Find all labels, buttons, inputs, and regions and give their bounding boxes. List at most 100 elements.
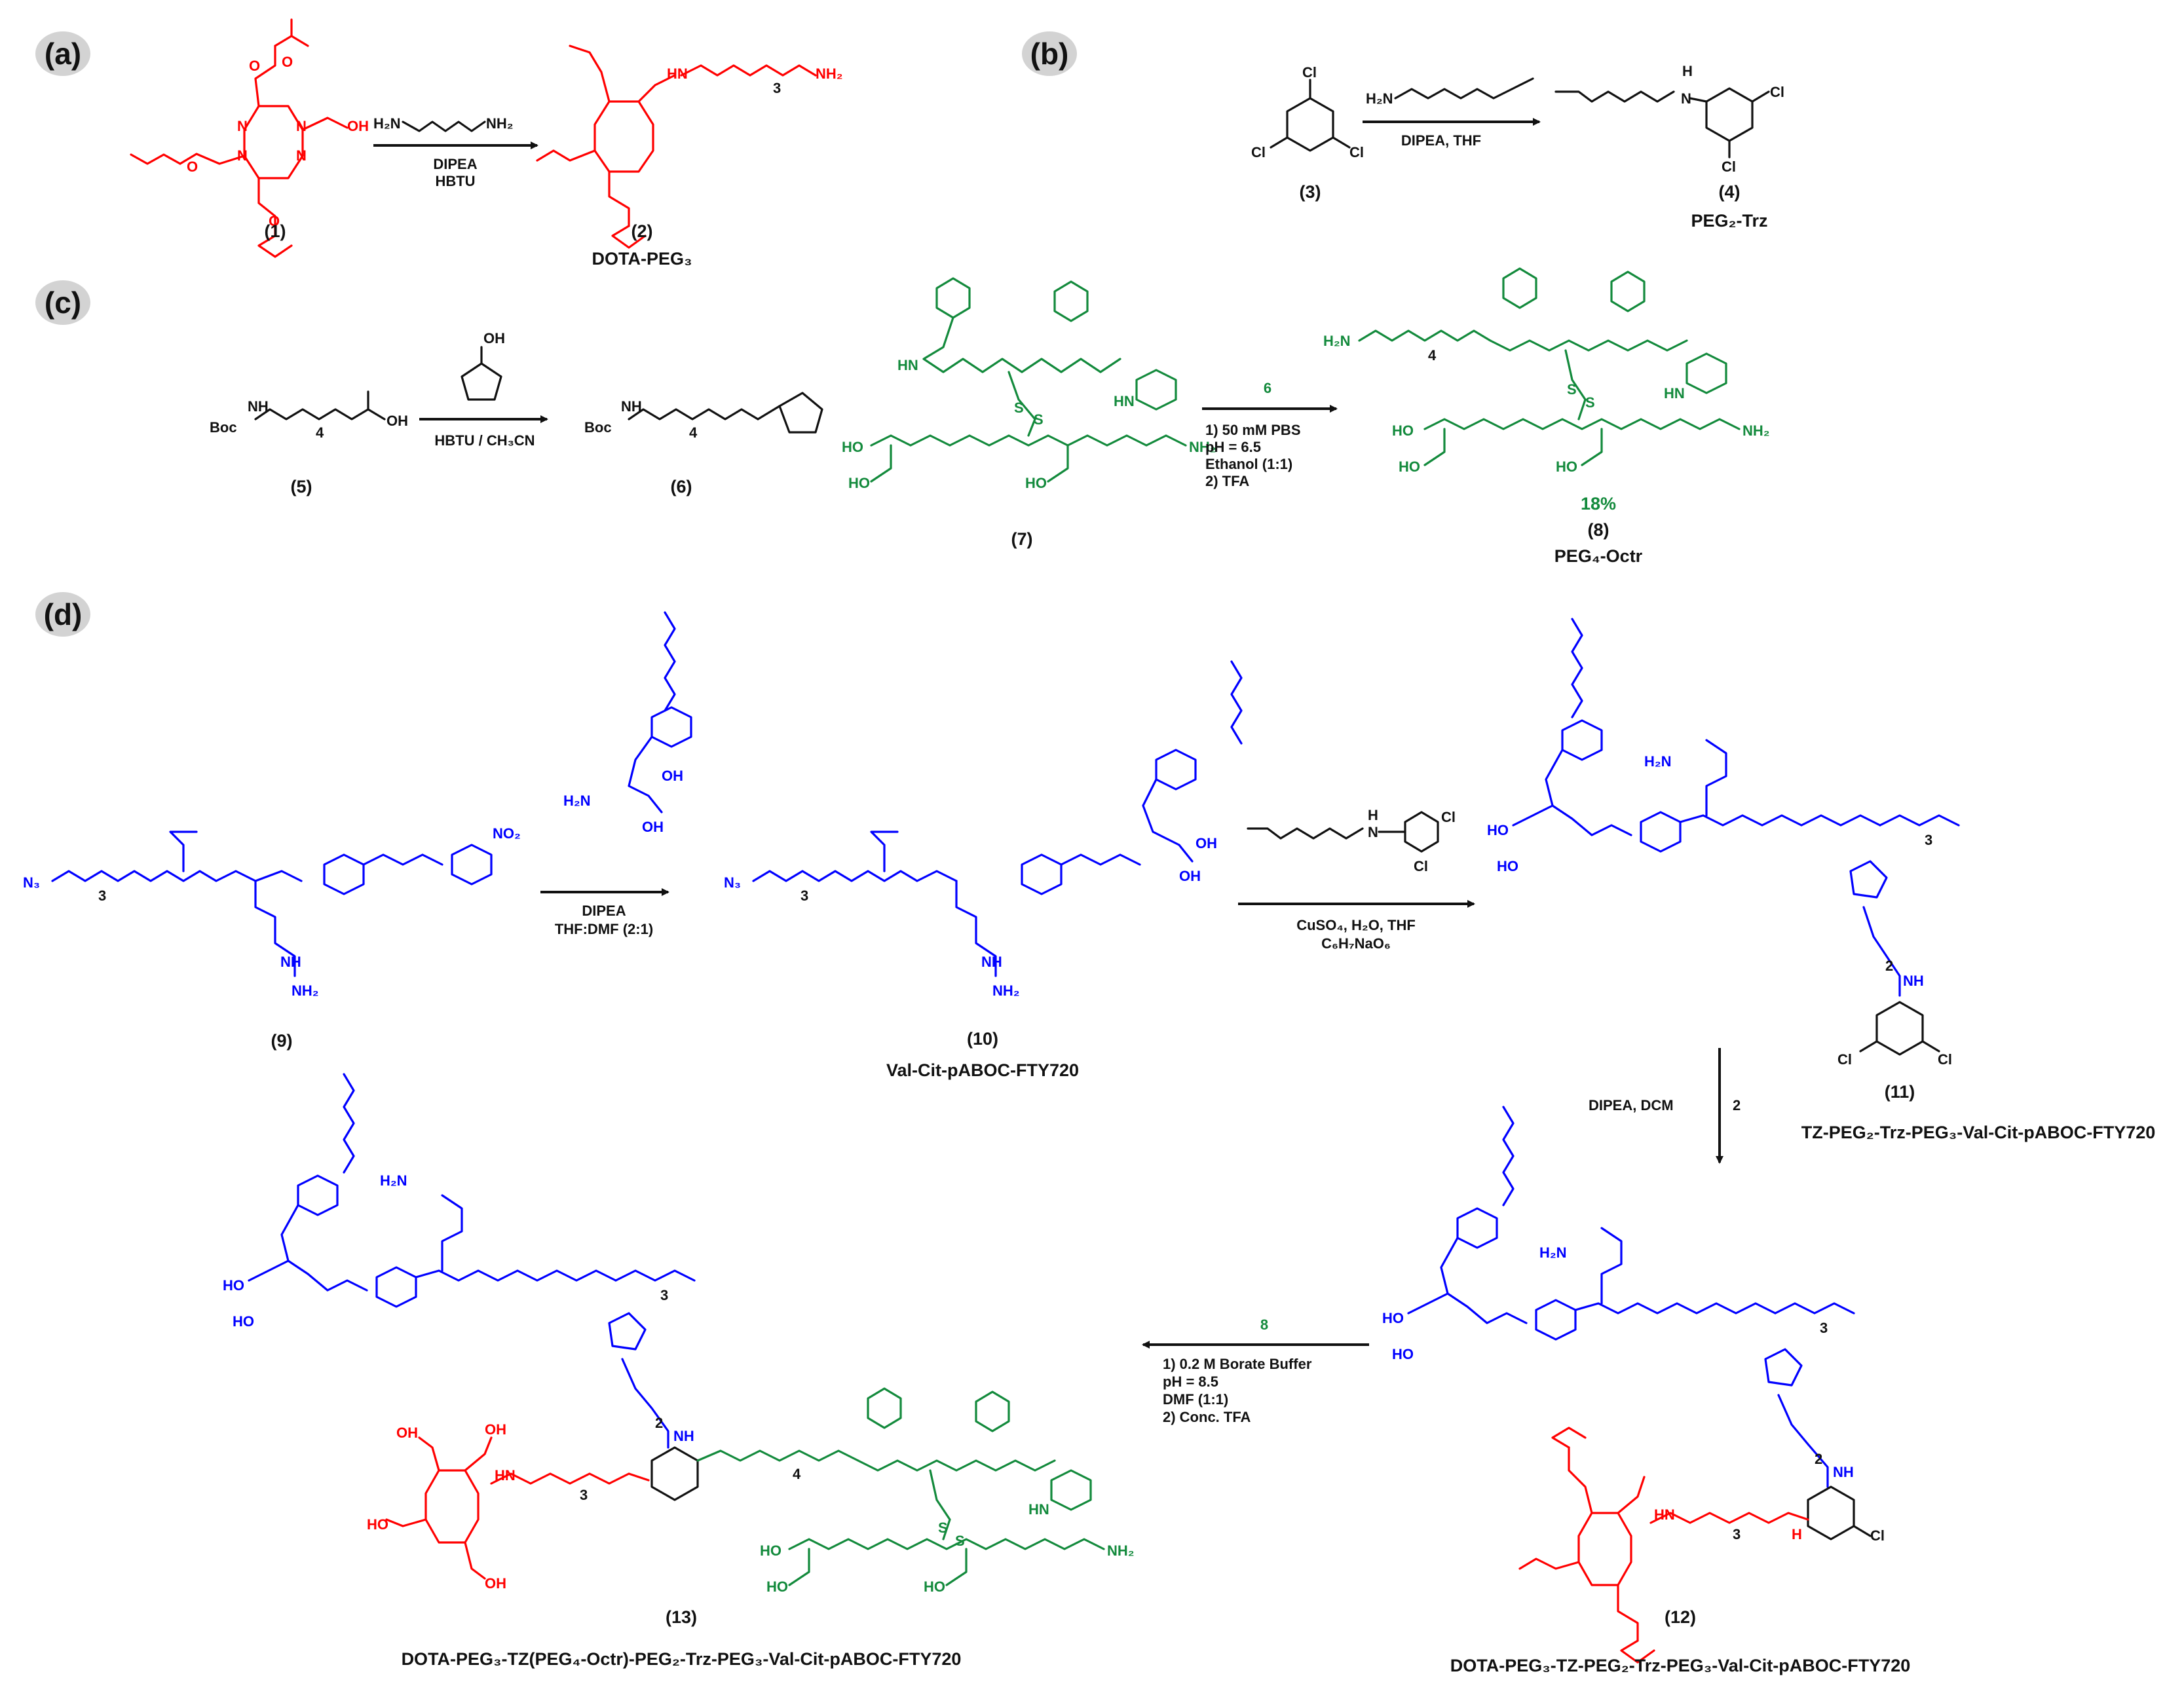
- c12-h: H: [1792, 1526, 1802, 1542]
- fty-oh1: OH: [662, 768, 683, 784]
- c8-ho2: HO: [1556, 458, 1577, 475]
- c13-oh1: OH: [396, 1425, 418, 1441]
- c13-nh-indole: HN: [1028, 1501, 1049, 1518]
- c12-sub-2: 2: [1815, 1451, 1822, 1467]
- c8-nh2: NH₂: [1742, 422, 1770, 439]
- panel-d-letter: (d): [44, 597, 83, 631]
- reaction-b-cond-1: DIPEA, THF: [1401, 132, 1481, 149]
- fty-h2n: H₂N: [563, 793, 591, 809]
- c6-sub-4: 4: [689, 424, 698, 441]
- c13-ho3: HO: [760, 1542, 781, 1559]
- c4-n: N: [1681, 90, 1691, 107]
- compound-3-number: (3): [1300, 182, 1321, 202]
- c11-cl1: Cl: [1837, 1051, 1852, 1068]
- c2-hn: HN: [667, 65, 688, 82]
- reaction-d1-cond-2: THF:DMF (2:1): [555, 921, 653, 937]
- c12-cl: Cl: [1870, 1527, 1885, 1544]
- c2-nh2: NH₂: [816, 65, 843, 82]
- reagent-a-nh2: NH₂: [486, 115, 514, 132]
- c13-oh4: OH: [485, 1575, 506, 1592]
- reaction-a-cond-1: DIPEA: [433, 156, 477, 172]
- c11-h2n: H₂N: [1644, 753, 1672, 770]
- c7-s1: S: [1014, 400, 1024, 416]
- c11-cl2: Cl: [1938, 1051, 1952, 1068]
- reaction-d4-cond-2: pH = 8.5: [1163, 1373, 1218, 1390]
- reaction-arrow-d4: 8 1) 0.2 M Borate Buffer pH = 8.5 DMF (1…: [1142, 1316, 1369, 1425]
- compound-6-structure: [628, 392, 823, 434]
- reaction-arrow-b: H₂N DIPEA, THF: [1363, 77, 1541, 149]
- reaction-arrow-c1: [461, 346, 502, 401]
- compound-8-yield: 18%: [1581, 494, 1616, 513]
- c6-boc: Boc: [584, 419, 612, 436]
- c13-s2: S: [955, 1533, 965, 1549]
- panel-c-badge: (c): [35, 280, 90, 325]
- c12-nh: NH: [1833, 1464, 1854, 1480]
- compound-4-number: (4): [1719, 182, 1741, 202]
- compound-12-number: (12): [1665, 1607, 1696, 1627]
- c1-o1: O: [249, 58, 260, 74]
- compound-8-number: (8): [1588, 520, 1610, 540]
- c13-sub-2: 2: [655, 1415, 663, 1431]
- compound-10-name: Val-Cit-pABOC-FTY720: [886, 1060, 1079, 1080]
- compound-2-structure: [536, 45, 817, 249]
- c7-ho2: HO: [1025, 475, 1047, 491]
- compound-5-structure: [254, 390, 386, 420]
- reaction-d4-cond-4: 2) Conc. TFA: [1163, 1409, 1251, 1425]
- c1-n2: N: [296, 118, 307, 134]
- c13-h2n: H₂N: [380, 1172, 407, 1189]
- c10-sub-3: 3: [800, 887, 808, 904]
- compound-12-name: DOTA-PEG₃-TZ-PEG₂-Trz-PEG₃-Val-Cit-pABOC…: [1450, 1656, 1911, 1675]
- c1-oh: OH: [347, 118, 369, 134]
- d2-cl2: Cl: [1414, 858, 1428, 874]
- c4-h: H: [1682, 63, 1693, 79]
- reaction-d1-cond-1: DIPEA: [582, 903, 626, 919]
- c13-ho1: HO: [223, 1277, 244, 1294]
- nhs-oh: OH: [483, 330, 505, 346]
- c7-s2: S: [1034, 411, 1044, 428]
- compound-11-number: (11): [1885, 1082, 1915, 1102]
- reaction-d3-reagent: 2: [1733, 1097, 1741, 1113]
- c3-cl2: Cl: [1251, 144, 1266, 160]
- c11-ho2: HO: [1497, 858, 1518, 874]
- panel-d-badge: (d): [35, 592, 90, 637]
- c13-hn: HN: [495, 1467, 516, 1484]
- compound-11-name: TZ-PEG₂-Trz-PEG₃-Val-Cit-pABOC-FTY720: [1801, 1123, 2156, 1142]
- compound-9-number: (9): [271, 1031, 293, 1051]
- c1-n4: N: [296, 147, 307, 164]
- c8-h2n: H₂N: [1323, 333, 1351, 349]
- reaction-d2-cond-2: C₆H₇NaO₆: [1321, 935, 1391, 952]
- c3-cl1: Cl: [1302, 64, 1317, 81]
- c8-s1: S: [1567, 381, 1577, 398]
- reaction-c2-cond-1: 1) 50 mM PBS: [1205, 422, 1301, 438]
- c10-oh1: OH: [1196, 835, 1217, 851]
- c9-sub-3: 3: [98, 887, 106, 904]
- compound-2-number: (2): [631, 221, 653, 241]
- c7-hn: HN: [897, 357, 918, 373]
- compound-6-number: (6): [671, 477, 692, 496]
- reagent-a-h2n: H₂N: [373, 115, 401, 132]
- c12-ho2: HO: [1392, 1346, 1414, 1362]
- reaction-arrow-d3: 2 DIPEA, DCM: [1589, 1048, 1741, 1164]
- c5-boc: Boc: [210, 419, 237, 436]
- c8-s2: S: [1585, 394, 1595, 411]
- reagent-b-h2n: H₂N: [1366, 90, 1393, 107]
- reaction-d4-reagent: 8: [1260, 1316, 1268, 1333]
- reaction-d2-cond-1: CuSO₄, H₂O, THF: [1296, 917, 1416, 933]
- c13-ho2: HO: [233, 1313, 254, 1330]
- c13-oh3: HO: [367, 1516, 388, 1533]
- compound-10-number: (10): [967, 1029, 998, 1049]
- panel-b-letter: (b): [1030, 37, 1069, 71]
- reaction-arrow-d1: DIPEA THF:DMF (2:1): [540, 611, 692, 937]
- c13-sub-3b: 3: [580, 1487, 588, 1503]
- c13-ho4: HO: [766, 1578, 788, 1595]
- c5-oh: OH: [386, 413, 408, 429]
- c10-oh2: OH: [1179, 868, 1201, 884]
- c9-nh2: NH₂: [292, 982, 319, 999]
- c11-nh: NH: [1903, 973, 1924, 989]
- reaction-a-cond-2: HBTU: [435, 173, 475, 189]
- c7-nh-indole: HN: [1114, 393, 1135, 409]
- compound-9-structure: [51, 831, 493, 977]
- c5-n: NH: [248, 398, 269, 415]
- c12-ho1: HO: [1382, 1310, 1404, 1326]
